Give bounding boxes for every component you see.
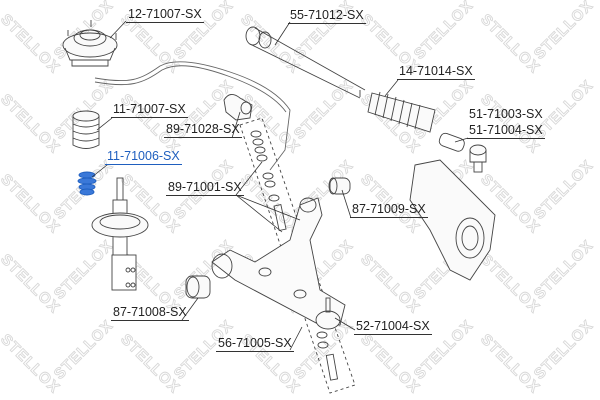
watermark-text: STELLOX <box>531 0 597 63</box>
watermark-text: STELLOX <box>357 251 423 317</box>
rear-arm-bushing-drawing <box>328 177 351 195</box>
watermark-text: STELLOX <box>0 91 63 157</box>
front-arm-bushing-drawing <box>185 275 211 299</box>
part-label-bump-stop[interactable]: 11-71006-SX <box>105 149 182 165</box>
part-label-control-arm[interactable]: 56-71005-SX <box>216 336 294 352</box>
watermark-text: STELLOX <box>51 77 117 143</box>
watermark-text: STELLOX <box>531 237 597 303</box>
part-label-top-mount[interactable]: 12-71007-SX <box>126 7 204 23</box>
watermark-text: STELLOX <box>0 11 63 77</box>
watermark-text: STELLOX <box>237 91 303 157</box>
watermark-text: STELLOX <box>0 251 63 317</box>
inner-tie-rod-drawing <box>245 26 366 99</box>
stabilizer-bushing-drawing <box>223 94 253 121</box>
knuckle-drawing <box>409 159 496 281</box>
watermark-text: STELLOX <box>51 317 117 383</box>
watermark-text: STELLOX <box>117 331 183 397</box>
part-label-rear-arm-bushing[interactable]: 87-71009-SX <box>350 202 428 218</box>
part-label-stabilizer-link[interactable]: 89-71001-SX <box>166 180 244 196</box>
watermark-text: STELLOX <box>531 317 597 383</box>
ball-joint-drawing <box>315 297 341 381</box>
part-label-ball-joint[interactable]: 52-71004-SX <box>354 319 432 335</box>
part-label-tie-rod-end-b[interactable]: 51-71004-SX <box>467 123 545 139</box>
watermark-text: STELLOX <box>477 11 543 77</box>
parts-art <box>62 20 496 394</box>
watermark-text: STELLOX <box>51 237 117 303</box>
steering-boot-drawing <box>367 91 436 133</box>
watermark-text: STELLOX <box>291 77 357 143</box>
stabilizer-link-drawing <box>250 130 287 232</box>
part-label-dust-boot[interactable]: 11-71007-SX <box>111 102 188 118</box>
top-mount-drawing <box>62 20 118 67</box>
watermark-text: STELLOX <box>411 0 477 63</box>
stabilizer-bar-drawing <box>94 61 291 171</box>
part-label-front-arm-bushing[interactable]: 87-71008-SX <box>111 305 189 321</box>
watermark-text: STELLOX <box>0 171 63 237</box>
watermark-text: STELLOX <box>477 331 543 397</box>
part-label-steering-boot[interactable]: 14-71014-SX <box>397 64 475 80</box>
dust-boot-drawing <box>72 110 100 149</box>
bump-stop-drawing <box>77 171 97 196</box>
watermark-text: STELLOX <box>357 331 423 397</box>
watermark-text: STELLOX <box>0 331 63 397</box>
tie-rod-end-drawing <box>438 132 487 173</box>
strut-drawing <box>91 177 149 291</box>
part-label-tie-rod-end-a[interactable]: 51-71003-SX <box>469 107 543 121</box>
leader-lines <box>91 20 469 351</box>
part-label-stabilizer-bushing[interactable]: 89-71028-SX <box>164 122 242 138</box>
watermark-text: STELLOX <box>477 251 543 317</box>
part-label-inner-tie-rod[interactable]: 55-71012-SX <box>288 8 366 24</box>
watermark-text: STELLOX <box>531 157 597 223</box>
